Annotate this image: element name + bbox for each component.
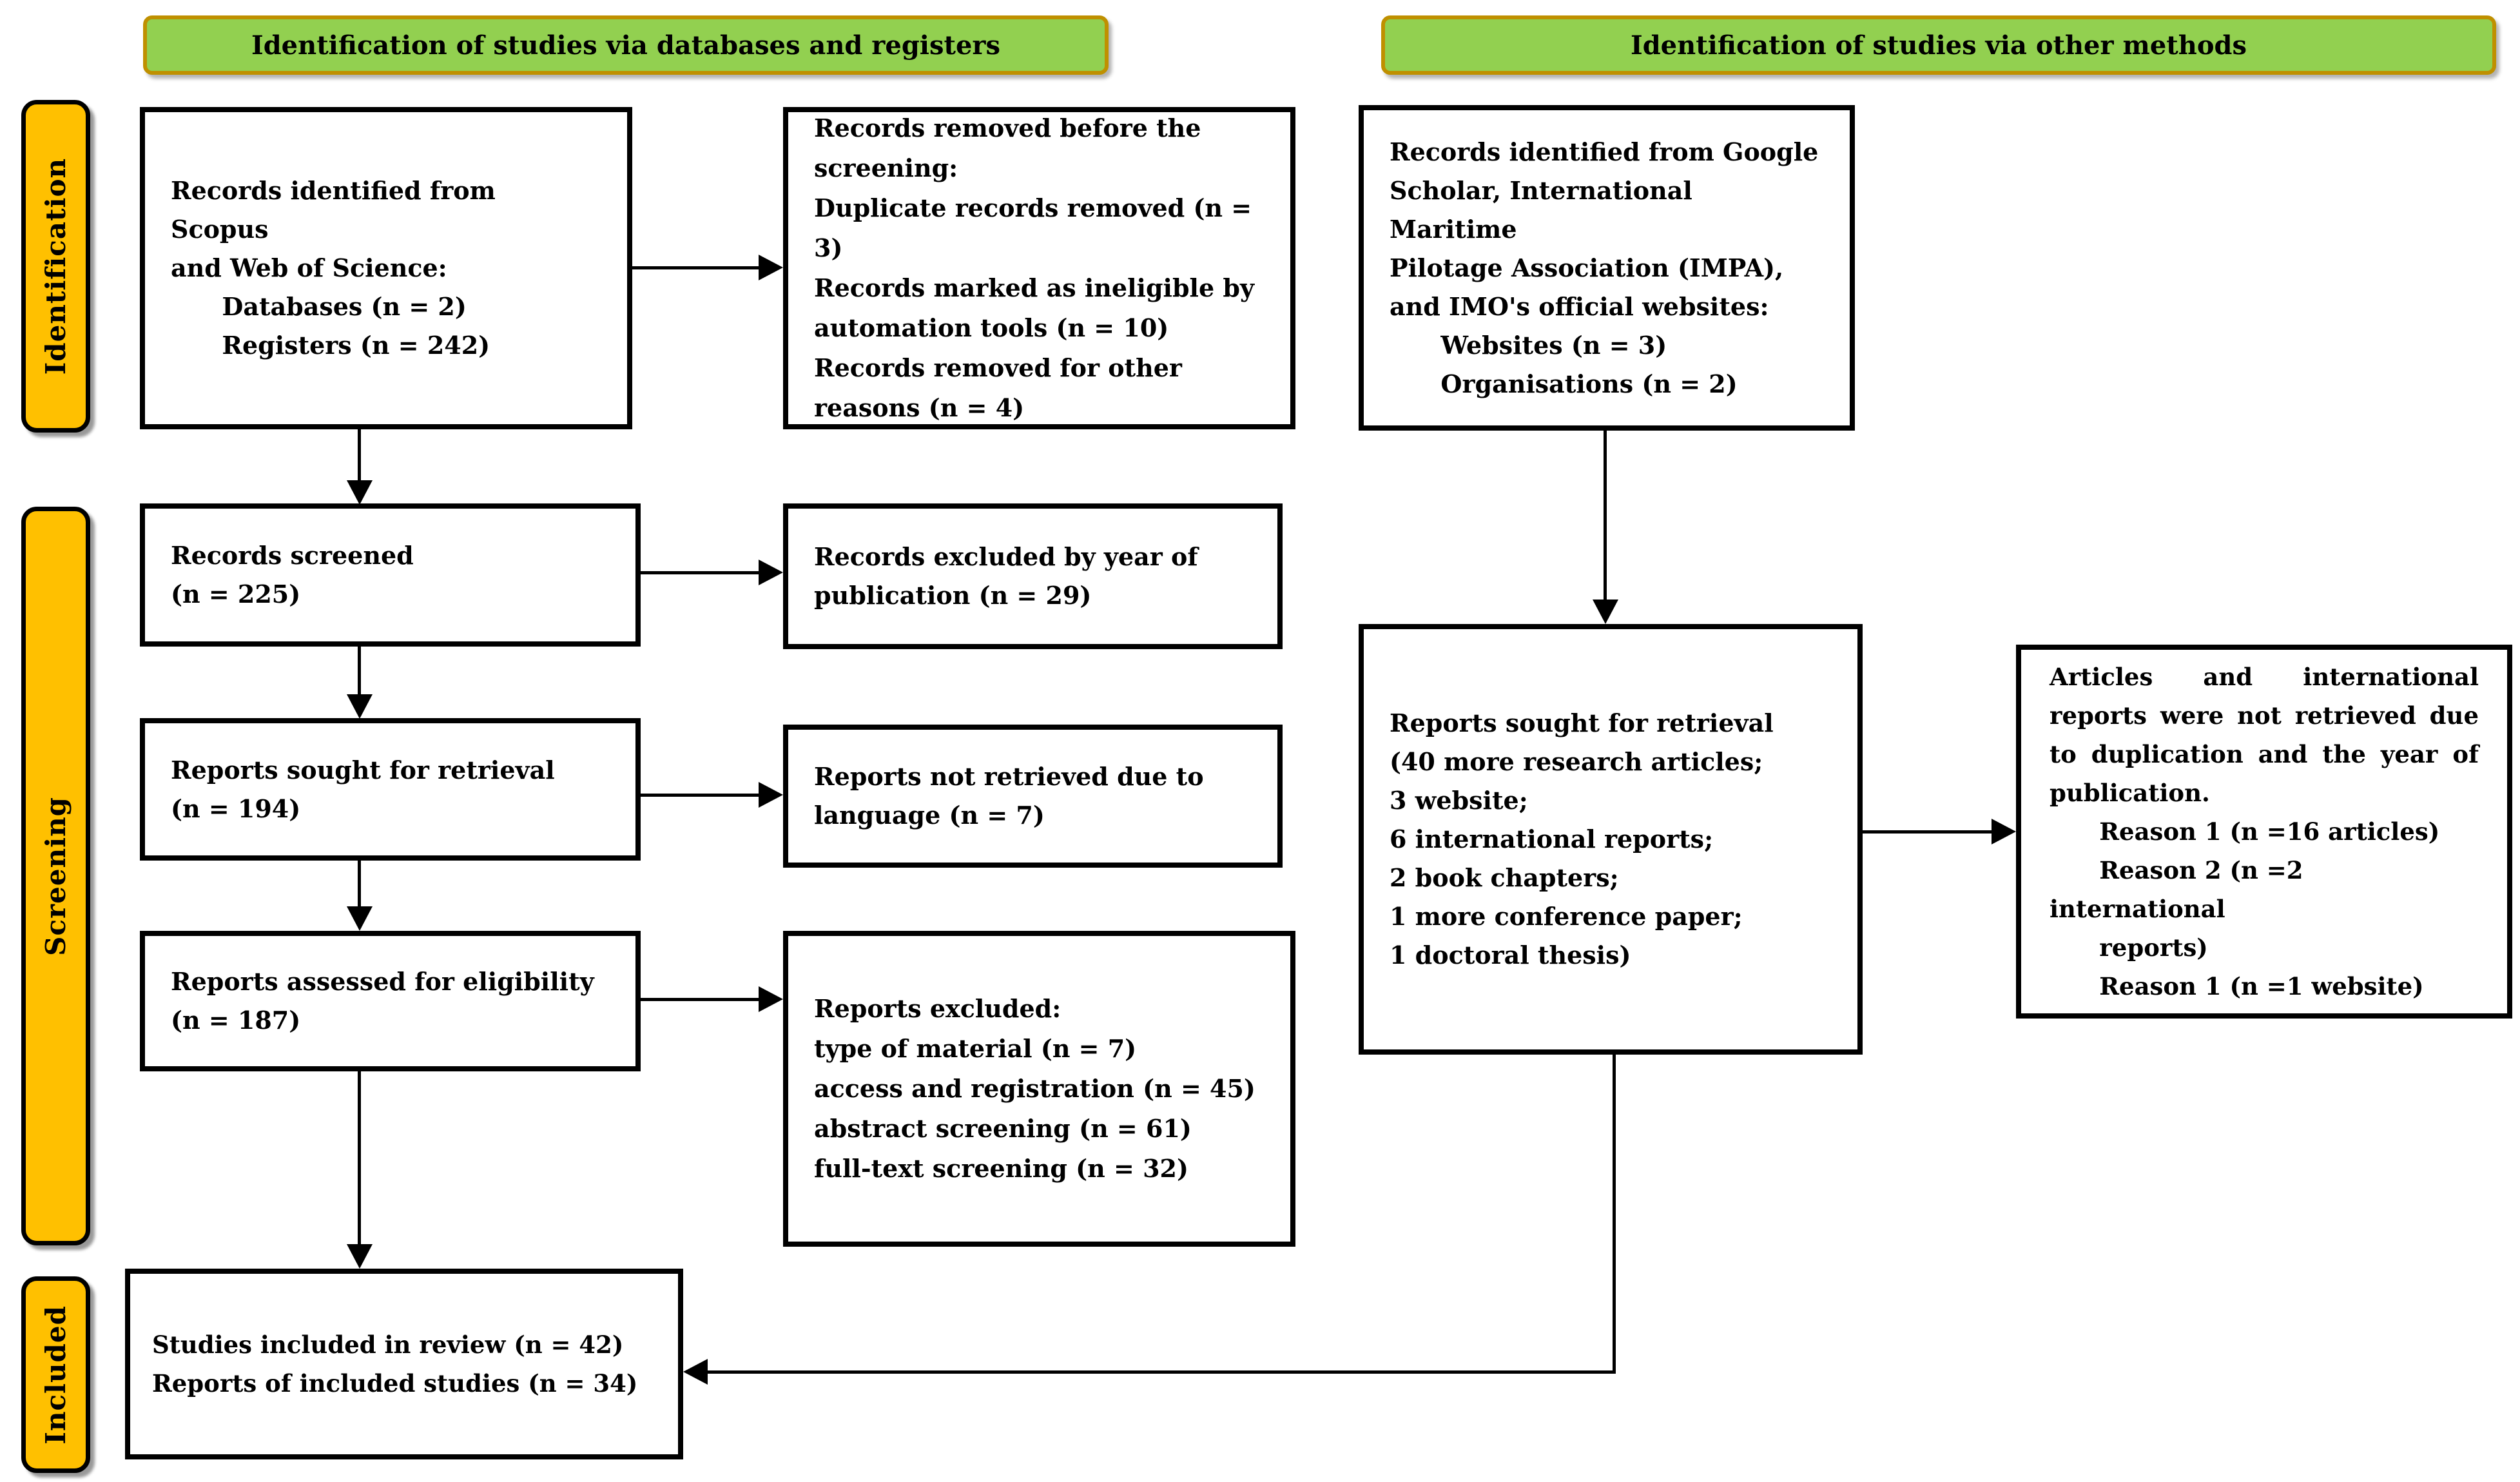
box-records-removed: Records removed before the screening: Du… <box>783 107 1295 429</box>
arrow-screened-to-excluded-line <box>641 571 760 574</box>
arrow-identified-to-screened-line <box>358 428 361 482</box>
stage-tab-included: Included <box>21 1276 90 1473</box>
box-records-identified-other-text: Records identified from Google Scholar, … <box>1390 137 1819 398</box>
arrow-identified-to-screened-head <box>347 480 373 505</box>
arrow-otheridentified-to-sought-head <box>1593 600 1618 624</box>
box-reports-not-retrieved-language: Reports not retrieved due to language (n… <box>783 725 1283 868</box>
box-reports-excluded: Reports excluded: type of material (n = … <box>783 931 1295 1247</box>
arrow-otheridentified-to-sought-line <box>1604 431 1607 602</box>
box-reports-assessed: Reports assessed for eligibility (n = 18… <box>140 931 641 1071</box>
arrow-assessed-to-excluded-head <box>759 986 783 1012</box>
box-reports-not-retrieved-language-text: Reports not retrieved due to language (n… <box>814 762 1204 830</box>
box-records-screened: Records screened (n = 225) <box>140 503 641 647</box>
box-reports-sought-databases-text: Reports sought for retrieval (n = 194) <box>171 755 555 823</box>
connector-othersought-to-included-line <box>708 1370 1616 1374</box>
header-databases-registers: Identification of studies via databases … <box>143 15 1109 75</box>
arrow-sought-to-assessed-head <box>347 906 373 931</box>
box-reports-excluded-text: Reports excluded: type of material (n = … <box>814 994 1255 1183</box>
box-records-removed-text: Records removed before the screening: Du… <box>814 113 1255 422</box>
box-studies-included-text: Studies included in review (n = 42) Repo… <box>152 1331 638 1398</box>
arrow-sought-to-notretrieved-head <box>759 782 783 808</box>
arrow-sought-to-assessed-line <box>358 861 361 908</box>
box-records-identified-databases: Records identified from Scopus and Web o… <box>140 107 632 429</box>
box-records-screened-text: Records screened (n = 225) <box>171 541 414 609</box>
header-databases-registers-label: Identification of studies via databases … <box>251 30 1001 61</box>
box-reports-sought-databases: Reports sought for retrieval (n = 194) <box>140 718 641 861</box>
stage-tab-included-label: Included <box>40 1305 72 1445</box>
box-studies-included: Studies included in review (n = 42) Repo… <box>125 1269 683 1459</box>
arrow-identified-to-removed-head <box>759 255 783 280</box>
arrow-assessed-to-included-line <box>358 1071 361 1245</box>
box-reports-not-retrieved-other-reasons: Reason 1 (n =16 articles) Reason 2 (n =2… <box>2050 817 2440 1000</box>
header-other-methods-label: Identification of studies via other meth… <box>1630 30 2247 61</box>
arrow-assessed-to-excluded-line <box>641 998 760 1001</box>
arrow-screened-to-excluded-head <box>759 560 783 585</box>
arrow-identified-to-removed-line <box>632 266 760 269</box>
arrow-othersought-to-notretrieved-head <box>1992 819 2016 844</box>
box-reports-not-retrieved-other: Articles and international reports were … <box>2016 645 2512 1019</box>
box-records-excluded-year: Records excluded by year of publication … <box>783 503 1283 649</box>
box-reports-not-retrieved-other-paragraph: Articles and international reports were … <box>2050 663 2479 807</box>
box-records-identified-other: Records identified from Google Scholar, … <box>1359 105 1855 431</box>
stage-tab-screening: Screening <box>21 507 90 1245</box>
box-records-identified-databases-text: Records identified from Scopus and Web o… <box>171 176 496 360</box>
stage-tab-screening-label: Screening <box>40 796 72 956</box>
arrow-sought-to-notretrieved-line <box>641 794 760 797</box>
arrow-screened-to-sought-line <box>358 647 361 696</box>
header-other-methods: Identification of studies via other meth… <box>1381 15 2496 75</box>
box-records-excluded-year-text: Records excluded by year of publication … <box>814 542 1198 610</box>
connector-othersought-down-line <box>1613 1055 1616 1373</box>
box-reports-sought-other: Reports sought for retrieval (40 more re… <box>1359 624 1863 1055</box>
stage-tab-identification: Identification <box>21 100 90 433</box>
arrow-screened-to-sought-head <box>347 694 373 719</box>
box-reports-sought-other-text: Reports sought for retrieval (40 more re… <box>1390 708 1774 970</box>
stage-tab-identification-label: Identification <box>40 157 72 375</box>
connector-othersought-to-included-head <box>683 1359 708 1385</box>
arrow-assessed-to-included-head <box>347 1244 373 1269</box>
box-reports-assessed-text: Reports assessed for eligibility (n = 18… <box>171 967 594 1035</box>
arrow-othersought-to-notretrieved-line <box>1863 830 1993 834</box>
